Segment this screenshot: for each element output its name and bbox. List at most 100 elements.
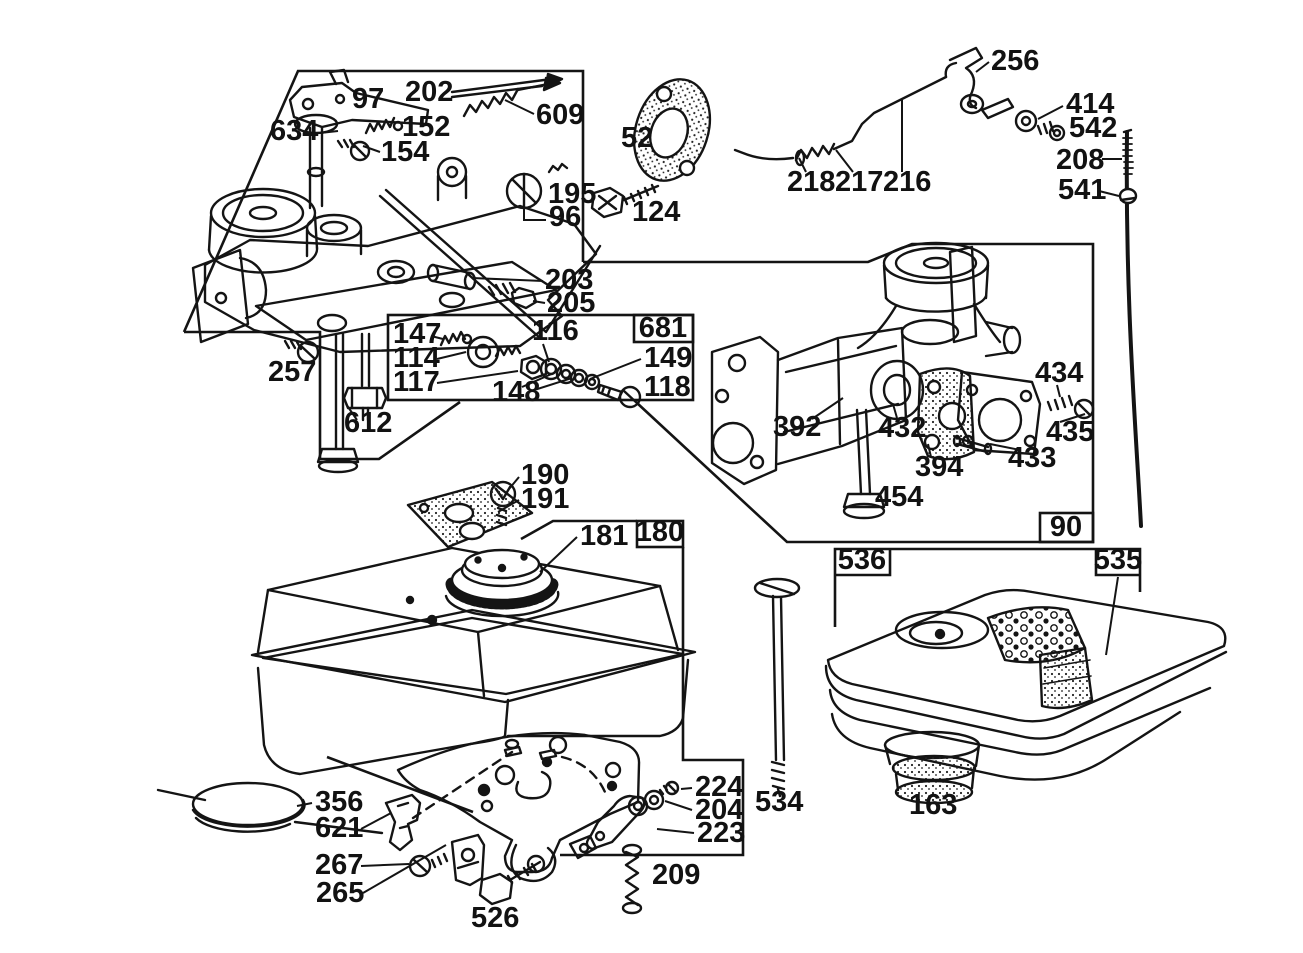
part-label-265: 265 [316, 877, 364, 909]
part-label-203: 203 [545, 264, 593, 296]
upper-carburetor-drawing [191, 68, 602, 474]
part-label-147: 147 [393, 318, 441, 350]
part-label-542: 542 [1069, 112, 1117, 144]
section-tag-box-90 [1038, 511, 1095, 544]
section-tag-535: 535 [1094, 544, 1142, 576]
part-label-124: 124 [632, 196, 680, 228]
bracket-256 [948, 46, 1015, 120]
part-label-541: 541 [1058, 174, 1106, 206]
part-label-217: 217 [835, 166, 883, 198]
part-label-609: 609 [536, 99, 584, 131]
bolt-526 [478, 860, 542, 906]
grommet-163 [883, 730, 981, 805]
frame-inset-681 [386, 313, 695, 402]
part-label-195: 195 [548, 178, 596, 210]
part-label-612: 612 [344, 407, 392, 439]
part-label-96: 96 [549, 201, 581, 233]
part-label-621: 621 [315, 812, 363, 844]
bowl-drain-454 [842, 408, 886, 520]
part-label-152: 152 [402, 111, 450, 143]
part-label-356: 356 [315, 786, 363, 818]
part-label-267: 267 [315, 849, 363, 881]
part-label-414: 414 [1066, 88, 1114, 120]
fuel-cap-181 [444, 548, 560, 618]
part-labels: 97 202 609 634 152 154 195 96 203 205 25… [268, 45, 1142, 934]
frame-fuel-tank-right [560, 547, 745, 857]
spring-209 [621, 843, 643, 915]
part-label-204: 204 [695, 794, 743, 826]
part-label-216: 216 [883, 166, 931, 198]
screw-124-drawing [590, 183, 660, 219]
part-label-114: 114 [393, 342, 440, 374]
screw-267 [408, 852, 449, 878]
part-label-435: 435 [1046, 416, 1094, 448]
part-label-434: 434 [1035, 357, 1083, 389]
inset-tag-box-681 [632, 313, 695, 344]
part-label-118: 118 [644, 371, 691, 403]
part-label-223: 223 [697, 817, 745, 849]
washer-414 [1014, 109, 1038, 133]
part-label-97: 97 [352, 83, 384, 115]
screw-534 [753, 577, 801, 798]
part-label-224: 224 [695, 771, 743, 803]
air-cleaner-drawing [753, 577, 1228, 805]
diaphragm-plate-435 [956, 370, 1042, 456]
part-label-190: 190 [521, 459, 569, 491]
part-label-209: 209 [652, 859, 700, 891]
gasket-52-drawing [632, 78, 712, 182]
part-label-257: 257 [268, 356, 316, 388]
part-label-148: 148 [492, 376, 540, 408]
gasket-191 [406, 480, 534, 549]
spring-152 [364, 116, 404, 135]
part-label-202: 202 [405, 76, 453, 108]
part-label-256: 256 [991, 45, 1039, 77]
part-label-149: 149 [644, 342, 692, 374]
pin-433 [952, 434, 993, 456]
part-label-154: 154 [381, 136, 429, 168]
part-label-526: 526 [471, 902, 519, 934]
part-label-116: 116 [532, 315, 579, 347]
screw-257 [283, 339, 320, 364]
part-label-191: 191 [521, 483, 569, 515]
part-label-634: 634 [270, 115, 318, 147]
part-label-534: 534 [755, 786, 803, 818]
frame-upper-carburetor [182, 69, 585, 333]
lower-carburetor-drawing [710, 241, 1095, 520]
part-label-454: 454 [875, 481, 923, 513]
part-label-205: 205 [547, 287, 595, 319]
frame-fuel-tank-top [520, 519, 637, 541]
frame-air-cleaner [833, 547, 1142, 627]
bolt-205 [487, 281, 538, 310]
governor-linkage-drawing [733, 46, 1066, 167]
part-label-208: 208 [1056, 144, 1104, 176]
part-label-392: 392 [773, 411, 821, 443]
fuel-valve-612 [316, 332, 388, 474]
section-tag-180: 180 [636, 516, 684, 548]
needle-valve-inset-drawing [439, 330, 642, 409]
mounting-bracket-drawing [156, 731, 680, 915]
part-label-394: 394 [915, 451, 963, 483]
pin-203 [426, 263, 477, 291]
fuel-tank-drawing [250, 480, 697, 776]
inset-tag-681: 681 [639, 312, 687, 344]
grommet-204 [643, 789, 665, 811]
filter-mesh-535 [986, 606, 1094, 710]
section-tag-90: 90 [1050, 511, 1082, 543]
part-label-163: 163 [909, 789, 957, 821]
part-label-52: 52 [621, 122, 653, 154]
frame-lower-carburetor [583, 242, 1095, 544]
section-tag-box-180 [635, 519, 685, 549]
section-tag-536: 536 [838, 544, 886, 576]
part-label-432: 432 [878, 412, 926, 444]
lever-223 [568, 794, 649, 860]
spring-609 [462, 76, 562, 118]
clip-265 [450, 833, 486, 887]
part-label-181: 181 [580, 520, 628, 552]
screw-224 [658, 780, 680, 796]
part-label-218: 218 [787, 166, 835, 198]
throttle-lever-97 [288, 68, 430, 129]
choke-rod-drawing [1118, 128, 1143, 528]
section-tag-box-536 [835, 549, 892, 577]
choke-valve-195 [505, 162, 569, 210]
